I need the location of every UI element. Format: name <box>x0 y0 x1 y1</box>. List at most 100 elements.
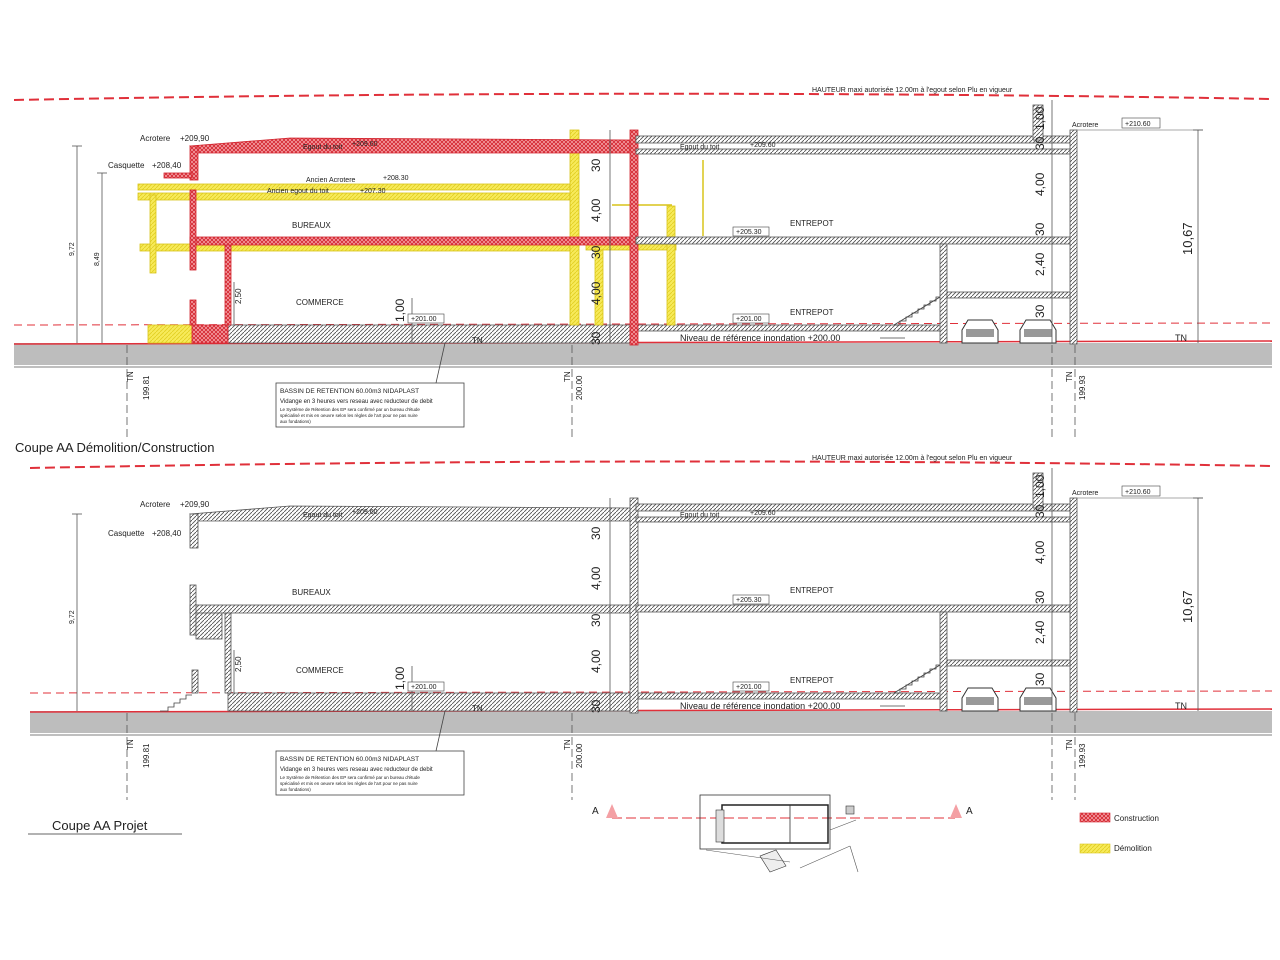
dim-250: 2,50 <box>234 656 243 672</box>
acrotere-level: +209,90 <box>180 500 210 509</box>
legend-label-demolition: Démolition <box>1114 844 1152 853</box>
tn-marker-mid: TN <box>563 739 572 750</box>
legend-swatch-demolition <box>1079 843 1111 854</box>
dim-972: 9,72 <box>69 610 76 624</box>
dim-1067: 10,67 <box>1180 590 1195 623</box>
ancien-acrotere-level: +208.30 <box>383 175 409 182</box>
tn-label: TN <box>1175 701 1187 711</box>
dim-30: 30 <box>1033 136 1047 150</box>
car-icon <box>961 687 999 712</box>
dim-250: 2,50 <box>234 288 243 304</box>
tn-value-left: 199.81 <box>142 375 151 400</box>
bassin-line3: spécialisé et mis en oeuvre selon les rè… <box>280 781 418 786</box>
acrotere-label: Acrotere <box>140 500 171 509</box>
acrotere-right-label: Acrotere <box>1072 122 1099 129</box>
level-201b: +201.00 <box>736 316 762 323</box>
casquette-level: +208,40 <box>152 161 182 170</box>
tn-marker-right: TN <box>1065 739 1074 750</box>
level-201a: +201.00 <box>411 316 437 323</box>
tn-marker-right: TN <box>1065 371 1074 382</box>
bassin-title: BASSIN DE RETENTION 60.00m3 NIDAPLAST <box>280 388 419 395</box>
dim-100: 1,00 <box>1033 106 1047 130</box>
acrotere-right-label: Acrotere <box>1072 490 1099 497</box>
dim-400: 4,00 <box>589 649 603 673</box>
ancien-egout-label: Ancien egout du toit <box>267 188 329 195</box>
tn-label: TN <box>472 336 483 345</box>
egout2-label: Egout du toit <box>680 144 719 151</box>
bassin-line4: aux fondations) <box>280 787 311 792</box>
bassin-line4: aux fondations) <box>280 419 311 424</box>
tn-marker-left: TN <box>126 371 135 382</box>
flood-ref-label: Niveau de référence inondation +200.00 <box>680 333 840 343</box>
dim-100: 1,00 <box>1033 474 1047 498</box>
tn-value-right: 199.93 <box>1078 743 1087 768</box>
entrepot2-label: ENTREPOT <box>790 308 834 317</box>
dim-849: 8,49 <box>94 252 101 266</box>
tn-marker-mid: TN <box>563 371 572 382</box>
flood-ref-label: Niveau de référence inondation +200.00 <box>680 701 840 711</box>
acrotere-right-level: +210.60 <box>1125 121 1151 128</box>
section-demolition-construction: HAUTEUR maxi autorisée 12.00m à l'egout … <box>13 87 1273 455</box>
car-icon <box>1019 687 1057 712</box>
dim-30: 30 <box>589 245 603 259</box>
dim-30: 30 <box>1033 504 1047 518</box>
dim-400: 4,00 <box>589 566 603 590</box>
title-top: Coupe AA Démolition/Construction <box>15 440 214 455</box>
egout-level: +209.60 <box>352 141 378 148</box>
level-201b: +201.00 <box>736 684 762 691</box>
tn-marker-left: TN <box>126 739 135 750</box>
title-bottom: Coupe AA Projet <box>52 818 148 833</box>
ground-slab-right <box>632 692 944 700</box>
egout2-label: Egout du toit <box>680 512 719 519</box>
dim-30: 30 <box>589 158 603 172</box>
casquette-level: +208,40 <box>152 529 182 538</box>
ground-slab-right <box>632 324 944 332</box>
entrepot-label: ENTREPOT <box>790 586 834 595</box>
tn-label: TN <box>1175 333 1187 343</box>
height-limit-label: HAUTEUR maxi autorisée 12.00m à l'egout … <box>812 455 1013 462</box>
entrepot-label: ENTREPOT <box>790 219 834 228</box>
section-marker-left <box>606 804 618 818</box>
car-icon <box>961 319 999 344</box>
bassin-line1: Vidange en 3 heures vers reseau avec red… <box>280 767 433 773</box>
dim-400: 4,00 <box>589 281 603 305</box>
bassin-box <box>275 382 465 428</box>
dim-240: 2,40 <box>1033 620 1047 644</box>
entrepot2-label: ENTREPOT <box>790 676 834 685</box>
tn-label: TN <box>472 704 483 713</box>
dim-1067: 10,67 <box>1180 222 1195 255</box>
egout2-level: +209.60 <box>750 510 776 517</box>
dim-30: 30 <box>1033 222 1047 236</box>
legend: Construction Démolition <box>1079 812 1159 854</box>
ancien-egout-level: +207.30 <box>360 188 386 195</box>
legend-label-construction: Construction <box>1114 814 1159 823</box>
commerce-label: COMMERCE <box>296 298 344 307</box>
dim-400: 4,00 <box>589 198 603 222</box>
commerce-label: COMMERCE <box>296 666 344 675</box>
ancien-acrotere-label: Ancien Acrotere <box>306 177 356 184</box>
demolition-structure <box>137 129 704 344</box>
height-limit-line <box>29 460 1273 469</box>
dim-100: 1,00 <box>393 298 407 322</box>
dim-30: 30 <box>1033 590 1047 604</box>
ground-band <box>14 343 1272 365</box>
acrotere-right-level: +210.60 <box>1125 489 1151 496</box>
section-marker-label-right: A <box>966 806 973 817</box>
bassin-line2: Le Système de Rétention des EP sera conf… <box>280 407 420 412</box>
dim-400: 4,00 <box>1033 172 1047 196</box>
tn-value-mid: 200.00 <box>575 375 584 400</box>
dim-30: 30 <box>1033 672 1047 686</box>
tn-value-mid: 200.00 <box>575 743 584 768</box>
project-structure <box>160 472 1078 714</box>
dim-100: 1,00 <box>393 666 407 690</box>
legend-swatch-construction <box>1079 812 1111 823</box>
egout2-level: +209.60 <box>750 142 776 149</box>
level-205: +205.30 <box>736 229 762 236</box>
ground-line <box>29 708 1273 713</box>
section-project: HAUTEUR maxi autorisée 12.00m à l'egout … <box>28 455 1273 835</box>
dim-400: 4,00 <box>1033 540 1047 564</box>
key-plan: A A <box>592 794 973 873</box>
bassin-line2: Le Système de Rétention des EP sera conf… <box>280 775 420 780</box>
bassin-title: BASSIN DE RETENTION 60.00m3 NIDAPLAST <box>280 756 419 763</box>
